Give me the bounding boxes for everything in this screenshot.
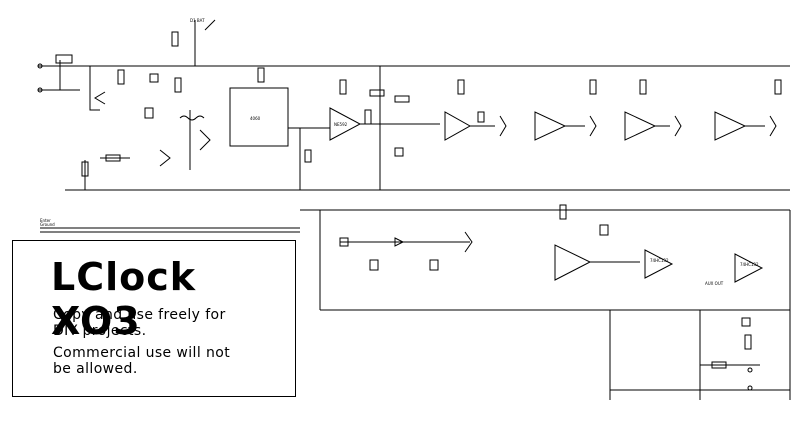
power-rails: [38, 65, 790, 311]
page-title: LClock XO3: [51, 255, 197, 343]
input-stage: [37, 19, 216, 190]
license-line-2: DIY projects.: [53, 323, 147, 339]
amplifier-u2: NE592: [329, 66, 440, 190]
filter-stage-4: [714, 79, 782, 141]
filter-stage-3: [624, 79, 682, 141]
comparator-1-label: 74HC132: [650, 258, 669, 263]
output-section: 74HC132 74HC132 AUX OUT: [319, 204, 791, 400]
aux-out-label: AUX OUT: [705, 281, 724, 286]
ground-label: Ground: [40, 222, 55, 227]
counter-ic-label: 4060: [250, 116, 261, 121]
license-line-3: Commercial use will not: [53, 345, 231, 361]
filter-stage-1: [444, 79, 507, 141]
side-labels: Enter Ground D1 BAT: [40, 18, 205, 227]
license-line-1: Copy and use freely for: [53, 307, 226, 323]
counter-ic: 4060: [229, 67, 330, 190]
title-box: LClock XO3 Copy and use freely for DIY p…: [12, 240, 296, 397]
dip-label: D1 BAT: [190, 18, 205, 23]
comparator-2-label: 74HC132: [740, 262, 759, 267]
license-line-4: be allowed.: [53, 361, 138, 377]
filter-stage-2: [534, 79, 597, 141]
amp-label: NE592: [334, 122, 348, 127]
enter-label: Enter: [40, 218, 51, 223]
